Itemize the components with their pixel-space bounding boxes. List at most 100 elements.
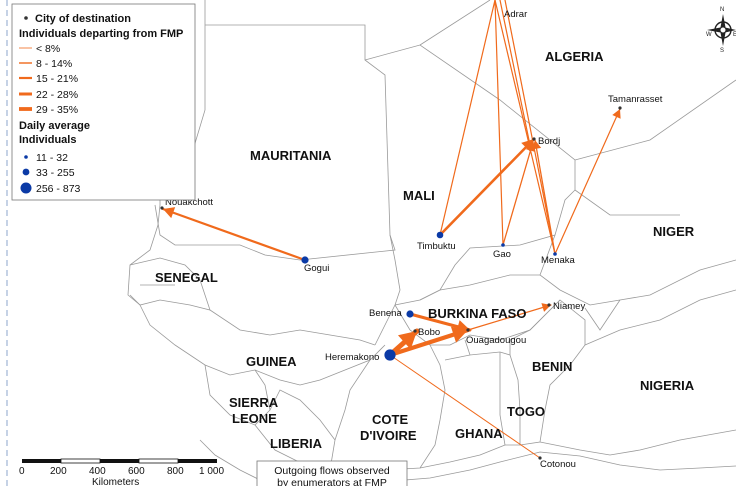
- label-cotonou: Cotonou: [540, 459, 576, 470]
- label-bobo: Bobo: [418, 327, 440, 338]
- flow-gao-adrar: [494, 0, 504, 246]
- dot-tamanrasset: [618, 106, 622, 110]
- label-gao: Gao: [493, 249, 511, 260]
- label-guinea: GUINEA: [246, 354, 297, 369]
- border-cote-divoire: [329, 344, 446, 473]
- legend-city-of-destination: City of destination: [35, 13, 131, 25]
- legend-flow-class-2: 8 - 14%: [36, 58, 72, 70]
- city-markers: [160, 106, 622, 460]
- scale-bar-seg-1: [22, 459, 61, 463]
- compass-w: W: [706, 32, 712, 38]
- scale-tick-0: 0: [19, 466, 25, 477]
- label-benin: BENIN: [532, 359, 572, 374]
- scale-bar: 0 200 400 600 800 1 000 Kilometers: [19, 458, 224, 486]
- border-benin: [509, 299, 586, 446]
- legend-size-dot-2: [22, 168, 30, 176]
- label-adrar: Adrar: [504, 9, 527, 20]
- note-box: Outgoing flows observed by enumerators a…: [256, 460, 408, 486]
- scale-bar-seg-3: [100, 459, 139, 463]
- dot-nouakchott: [160, 206, 164, 210]
- scale-bar-seg-2: [60, 458, 101, 464]
- flow-heremakono-bobo-arrowhead: [397, 331, 417, 350]
- legend-size-class-3: 256 - 873: [36, 183, 81, 195]
- scale-tick-800: 800: [167, 466, 184, 477]
- flow-bordj-adrar: [499, 0, 531, 146]
- scale-tick-1000: 1 000: [199, 466, 224, 477]
- border-nigeria: [539, 289, 736, 456]
- legend-flow-class-3: 15 - 21%: [36, 73, 78, 85]
- dot-heremakono: [384, 349, 396, 361]
- legend-individuals: Individuals: [19, 134, 76, 146]
- scale-bar-seg-4: [138, 458, 179, 464]
- legend: City of destination Individuals departin…: [11, 3, 196, 201]
- label-sierra: SIERRA: [229, 395, 279, 410]
- country-labels: ALGERIA MAURITANIA MALI NIGER SENEGAL BU…: [155, 49, 695, 451]
- note-line-1: Outgoing flows observed: [274, 465, 390, 477]
- border-togo: [499, 351, 521, 446]
- note-frame: [256, 460, 408, 486]
- compass-n: N: [720, 7, 724, 13]
- flow-timbuktu-bordj: [438, 137, 536, 237]
- note-line-2: by enumerators at FMP: [277, 477, 387, 486]
- legend-size-dot-1: [24, 155, 28, 159]
- label-divoire: D'IVOIRE: [360, 428, 417, 443]
- flow-menaka-bordj: [534, 139, 556, 255]
- scale-tick-400: 400: [89, 466, 106, 477]
- border-niger: [539, 234, 736, 331]
- border-algeria: [419, 0, 736, 216]
- dot-niamey: [547, 303, 551, 307]
- city-labels: Adrar Tamanrasset Bordj Nouakchott Timbu…: [165, 9, 663, 470]
- flow-menaka-tamanrasset: [554, 108, 621, 255]
- dot-gao: [501, 243, 505, 247]
- legend-city-dot: [24, 16, 28, 20]
- legend-flows-title: Individuals departing from FMP: [19, 28, 183, 40]
- label-togo: TOGO: [507, 404, 545, 419]
- flow-heremakono-cotonou: [389, 354, 541, 459]
- label-mauritania: MAURITANIA: [250, 148, 332, 163]
- label-timbuktu: Timbuktu: [417, 241, 456, 252]
- flow-menaka-tamanrasset-arrowhead: [612, 109, 621, 119]
- label-mali: MALI: [403, 188, 435, 203]
- dot-menaka: [553, 252, 557, 256]
- label-benena: Benena: [369, 308, 402, 319]
- label-niger: NIGER: [653, 224, 695, 239]
- legend-flow-class-1: < 8%: [36, 43, 60, 55]
- flow-menaka-adrar: [494, 0, 556, 255]
- label-tamanrasset: Tamanrasset: [608, 94, 663, 105]
- flow-heremakono-ouagadougou-arrowhead: [450, 326, 468, 343]
- label-gogui: Gogui: [304, 263, 329, 274]
- legend-flow-class-5: 29 - 35%: [36, 104, 78, 116]
- label-liberia: LIBERIA: [270, 436, 323, 451]
- dot-benena: [406, 310, 414, 318]
- label-algeria: ALGERIA: [545, 49, 604, 64]
- scale-bar-seg-5: [178, 459, 217, 463]
- label-nouakchott: Nouakchott: [165, 197, 213, 208]
- compass-s: S: [720, 48, 724, 54]
- dot-bobo: [413, 329, 417, 333]
- label-burkina-faso: BURKINA FASO: [428, 306, 526, 321]
- flow-menaka-bordj-arrowhead: [531, 140, 542, 150]
- flow-gogui-nouakchott-arrowhead: [163, 207, 176, 219]
- compass-e: E: [733, 32, 736, 38]
- dot-timbuktu: [436, 231, 444, 239]
- label-senegal: SENEGAL: [155, 270, 218, 285]
- dot-gogui: [301, 256, 309, 264]
- label-menaka: Menaka: [541, 255, 576, 266]
- flow-timbuktu-adrar: [439, 0, 496, 236]
- scale-tick-600: 600: [128, 466, 145, 477]
- label-niamey: Niamey: [553, 301, 585, 312]
- scale-tick-200: 200: [50, 466, 67, 477]
- label-cote: COTE: [372, 412, 408, 427]
- flow-lines: [161, 0, 621, 459]
- border-guinea: [139, 304, 386, 386]
- legend-size-dot-3: [20, 182, 32, 194]
- legend-size-class-1: 11 - 32: [36, 152, 68, 164]
- flow-gogui-nouakchott: [161, 207, 307, 262]
- label-ouagadougou: Ouagadougou: [466, 335, 526, 346]
- dot-cotonou: [538, 456, 542, 460]
- legend-size-class-2: 33 - 255: [36, 167, 75, 179]
- label-leone: LEONE: [232, 411, 277, 426]
- label-ghana: GHANA: [455, 426, 503, 441]
- flow-gao-bordj: [502, 141, 534, 246]
